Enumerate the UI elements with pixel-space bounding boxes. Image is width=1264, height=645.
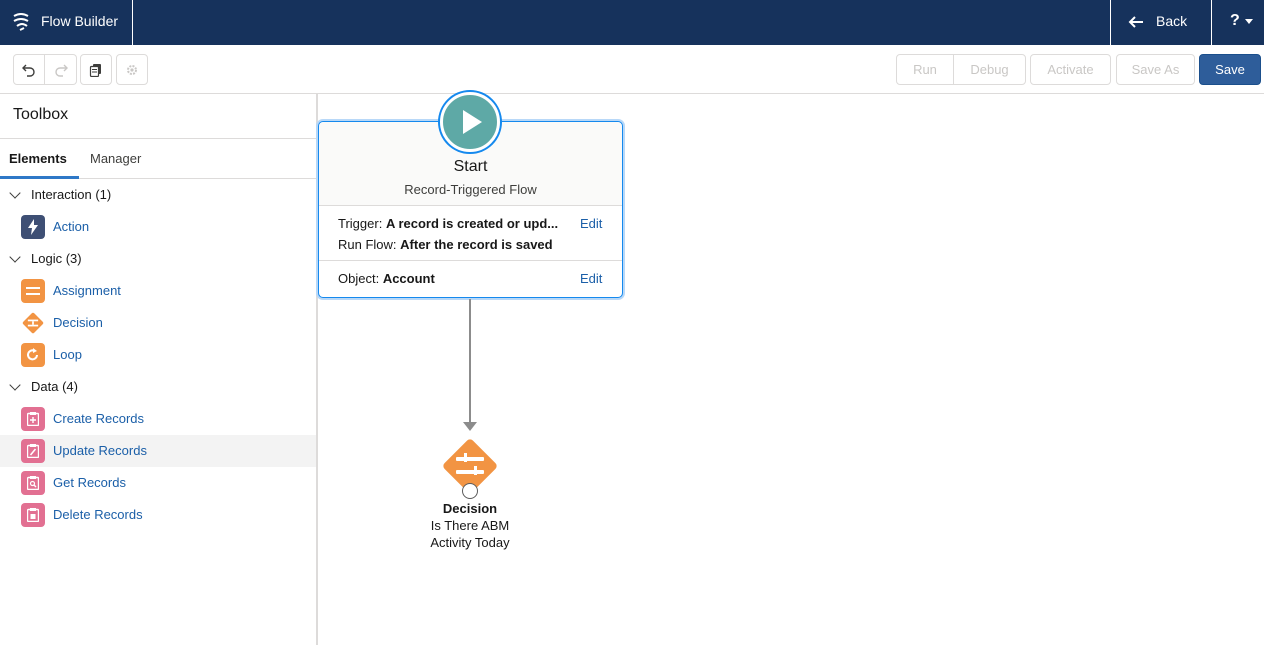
toolbox-item-label: Assignment — [53, 283, 121, 298]
toolbox-item-label: Decision — [53, 315, 103, 330]
create-records-icon — [21, 407, 45, 431]
active-tab-indicator — [0, 176, 79, 179]
start-element[interactable]: Start Record-Triggered Flow Trigger: A r… — [318, 121, 623, 298]
section-label: Interaction (1) — [31, 187, 112, 202]
start-title: Start — [453, 158, 488, 175]
toolbox-item-label: Loop — [53, 347, 82, 362]
global-header: Flow Builder Back ? — [0, 0, 1264, 45]
section-data[interactable]: Data (4) — [9, 378, 78, 394]
toolbox-item-decision[interactable]: Decision — [0, 307, 316, 339]
play-icon — [463, 110, 482, 134]
start-divider — [319, 260, 622, 261]
run-button[interactable]: Run — [896, 54, 954, 85]
section-logic[interactable]: Logic (3) — [9, 250, 82, 266]
app-title-text: Flow Builder — [41, 13, 119, 29]
edit-object-link[interactable]: Edit — [580, 271, 603, 286]
help-menu-button[interactable]: ? — [1211, 0, 1264, 45]
tab-elements[interactable]: Elements — [9, 151, 67, 166]
start-subtitle: Record-Triggered Flow — [404, 182, 537, 197]
object-row: Object: Account — [338, 271, 435, 286]
decision-type-label: Decision — [442, 501, 498, 516]
toolbox-tabs: Elements Manager — [0, 138, 316, 179]
decision-connector-handle[interactable] — [462, 483, 478, 499]
toolbox-item-delete-records[interactable]: Delete Records — [0, 499, 316, 531]
connector-line[interactable] — [469, 299, 471, 425]
connector-arrow-icon — [463, 422, 477, 431]
chevron-down-icon — [9, 378, 21, 391]
toolbar: Run Debug Activate Save As Save — [0, 45, 1264, 94]
trigger-row: Trigger: A record is created or upd... — [338, 216, 558, 231]
decision-icon — [21, 311, 45, 335]
decision-name-line2: Activity Today — [430, 535, 510, 550]
decision-element[interactable] — [437, 433, 503, 499]
toolbox-item-update-records[interactable]: Update Records — [0, 435, 316, 467]
undo-icon — [22, 64, 35, 77]
toolbox-panel: Toolbox Elements Manager Interaction (1)… — [0, 94, 318, 645]
toolbox-item-loop[interactable]: Loop — [0, 339, 316, 371]
save-button[interactable]: Save — [1199, 54, 1261, 85]
toolbox-item-label: Action — [53, 219, 90, 234]
object-label: Object: — [338, 271, 380, 286]
undo-button[interactable] — [13, 54, 45, 85]
flow-canvas[interactable]: Start Record-Triggered Flow Trigger: A r… — [318, 92, 1264, 645]
caret-down-icon — [1245, 19, 1253, 24]
update-records-icon — [21, 439, 45, 463]
tab-manager[interactable]: Manager — [90, 151, 142, 166]
decision-name-line1: Is There ABM — [430, 518, 510, 533]
section-label: Data (4) — [31, 379, 78, 394]
settings-button[interactable] — [116, 54, 148, 85]
lightning-icon — [21, 215, 45, 239]
toolbox-item-label: Create Records — [53, 411, 145, 426]
decision-icon — [443, 439, 497, 493]
delete-records-icon — [21, 503, 45, 527]
copy-icon — [89, 63, 101, 77]
get-records-icon — [21, 471, 45, 495]
gear-icon — [127, 64, 137, 75]
debug-button[interactable]: Debug — [953, 54, 1026, 85]
copy-button[interactable] — [80, 54, 112, 85]
help-icon: ? — [1230, 12, 1240, 29]
edit-trigger-link[interactable]: Edit — [580, 216, 603, 231]
redo-button[interactable] — [45, 54, 77, 85]
run-flow-row: Run Flow: After the record is saved — [338, 237, 553, 252]
app-title: Flow Builder — [0, 0, 133, 45]
run-flow-value: After the record is saved — [400, 237, 553, 252]
activate-button[interactable]: Activate — [1030, 54, 1111, 85]
save-as-button[interactable]: Save As — [1116, 54, 1195, 85]
toolbox-item-assignment[interactable]: Assignment — [0, 275, 316, 307]
section-label: Logic (3) — [31, 251, 82, 266]
back-button[interactable]: Back — [1110, 0, 1211, 45]
trigger-label: Trigger: — [338, 216, 383, 231]
toolbox-item-action[interactable]: Action — [0, 211, 316, 243]
chevron-down-icon — [9, 186, 21, 199]
object-value: Account — [382, 271, 435, 286]
run-flow-label: Run Flow: — [338, 237, 397, 252]
trigger-value: A record is created or upd... — [385, 216, 559, 231]
redo-icon — [54, 64, 68, 77]
toolbox-title: Toolbox — [13, 106, 69, 123]
loop-icon — [21, 343, 45, 367]
toolbox-item-label: Delete Records — [53, 507, 143, 522]
chevron-down-icon — [9, 250, 21, 263]
assignment-icon — [21, 279, 45, 303]
toolbox-item-label: Get Records — [53, 475, 126, 490]
toolbox-item-get-records[interactable]: Get Records — [0, 467, 316, 499]
flow-icon — [13, 13, 29, 31]
arrow-left-icon — [1128, 16, 1143, 28]
toolbox-item-label: Update Records — [53, 443, 147, 458]
toolbox-item-create-records[interactable]: Create Records — [0, 403, 316, 435]
start-icon[interactable] — [440, 92, 500, 152]
section-interaction[interactable]: Interaction (1) — [9, 186, 112, 202]
back-button-label: Back — [1156, 13, 1188, 29]
